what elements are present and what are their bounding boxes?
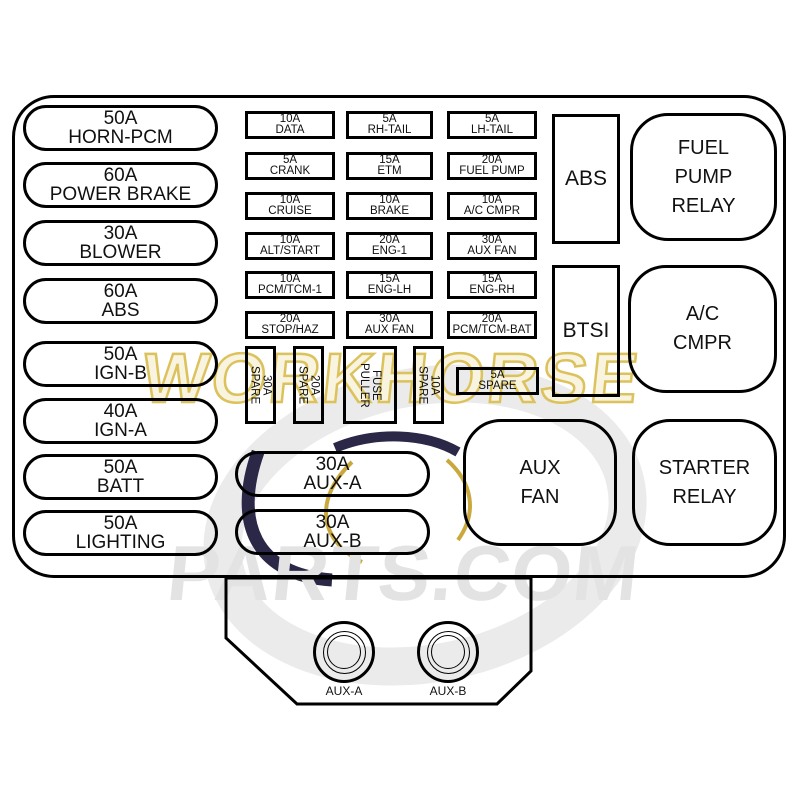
connector-ring (322, 630, 366, 674)
connector-ring-inner (431, 635, 465, 669)
relay-ac-cmpr: A/C CMPR (628, 265, 777, 393)
fuse-amp: 50A (103, 344, 138, 365)
fuse-label: CRUISE (268, 205, 312, 217)
connector-aux-b (417, 621, 479, 683)
fuse-lighting: 50A LIGHTING (23, 510, 218, 556)
fuse-horn-pcm: 50A HORN-PCM (23, 105, 218, 151)
fuse-power-brake: 60A POWER BRAKE (23, 162, 218, 208)
fuse-aux-fan-2: 30A AUX FAN (346, 311, 433, 339)
fuse-label: BRAKE (370, 205, 409, 217)
fuse-amp: 50A (103, 108, 138, 129)
relay-abs: ABS (552, 114, 620, 244)
fuse-eng-rh: 15A ENG-RH (447, 271, 537, 299)
fuse-amp: 15A (379, 153, 400, 166)
fuse-label: DATA (275, 124, 305, 136)
fuse-pcm-tcm-bat: 20A PCM/TCM-BAT (447, 311, 537, 339)
connector-aux-a (313, 621, 375, 683)
fuse-label: POWER BRAKE (49, 184, 192, 205)
fuse-amp: 60A (103, 165, 138, 186)
fuse-label: HORN-PCM (68, 127, 173, 148)
fuse-amp: 5A (282, 153, 298, 166)
fuse-amp: 40A (103, 401, 138, 422)
fuse-lh-tail: 5A LH-TAIL (447, 111, 537, 139)
fuse-label: LH-TAIL (471, 124, 513, 136)
fuse-aux-fan-1: 30A AUX FAN (447, 232, 537, 260)
fuse-amp: 50A (103, 513, 138, 534)
fuse-amp: 50A (103, 457, 138, 478)
fuse-amp: 5A (382, 112, 397, 125)
fuse-stop-haz: 20A STOP/HAZ (245, 311, 335, 339)
fuse-amp: 30A (103, 223, 138, 244)
connector-ring (426, 630, 470, 674)
fuse-amp: 10A (279, 272, 301, 285)
fuse-ac-cmpr: 10A A/C CMPR (447, 192, 537, 220)
fuse-amp: 30A (379, 312, 400, 325)
fuse-amp: 10A (279, 233, 301, 246)
fuse-label: ENG-RH (469, 284, 515, 296)
fuse-amp: 5A (484, 112, 500, 125)
fuse-data: 10A DATA (245, 111, 335, 139)
fuse-ign-a: 40A IGN-A (23, 398, 218, 444)
fuse-batt: 50A BATT (23, 454, 218, 500)
fuse-amp: 10A (279, 193, 301, 206)
relay-starter: STARTER RELAY (632, 419, 777, 546)
fuse-ign-b: 50A IGN-B (23, 341, 218, 387)
fuse-label: RH-TAIL (367, 124, 412, 136)
fuse-amp: 15A (481, 272, 503, 285)
fuse-label: BATT (96, 476, 145, 497)
connector-ring-inner (327, 635, 361, 669)
fuse-brake: 10A BRAKE (346, 192, 433, 220)
fuse-label: IGN-B (94, 363, 147, 384)
fuse-rh-tail: 5A RH-TAIL (346, 111, 433, 139)
fuse-label: ABS (101, 300, 140, 321)
fuse-label: IGN-A (94, 420, 147, 441)
relay-fuel-pump: FUEL PUMP RELAY (630, 113, 777, 241)
fuse-label: BLOWER (79, 242, 162, 263)
fuse-amp: 20A (279, 312, 301, 325)
fuse-label: ENG-LH (367, 284, 412, 296)
fuse-label: STOP/HAZ (261, 324, 319, 336)
fuse-amp: 10A (379, 193, 400, 206)
fuse-pcm-tcm-1: 10A PCM/TCM-1 (245, 271, 335, 299)
fuse-label: AUX FAN (467, 245, 517, 257)
fuse-amp: 10A (279, 112, 301, 125)
fuse-label: LIGHTING (75, 532, 166, 553)
fuse-abs-60a: 60A ABS (23, 278, 218, 324)
fuse-fuel-pump: 20A FUEL PUMP (447, 152, 537, 180)
fuse-crank: 5A CRANK (245, 152, 335, 180)
fuse-label: FUEL PUMP (459, 165, 525, 177)
fuse-eng-lh: 15A ENG-LH (346, 271, 433, 299)
fuse-amp: 30A (481, 233, 503, 246)
fuse-amp: 10A (481, 193, 503, 206)
fuse-label: AUX FAN (364, 324, 415, 336)
fuse-label: ALT/START (259, 245, 321, 257)
fuse-label: PCM/TCM-1 (258, 284, 322, 296)
fuse-label: ETM (377, 165, 402, 177)
fuse-amp: 15A (379, 272, 400, 285)
fuse-eng-1: 20A ENG-1 (346, 232, 433, 260)
fuse-amp: 20A (481, 312, 503, 325)
fuse-blower: 30A BLOWER (23, 220, 218, 266)
fuse-etm: 15A ETM (346, 152, 433, 180)
fuse-amp: 20A (379, 233, 400, 246)
fuse-alt-start: 10A ALT/START (245, 232, 335, 260)
fuse-cruise: 10A CRUISE (245, 192, 335, 220)
connector-aux-b-label: AUX-B (429, 684, 467, 698)
fuse-label: ENG-1 (371, 245, 408, 257)
connector-aux-a-label: AUX-A (325, 684, 363, 698)
fuse-amp: 60A (103, 281, 138, 302)
fuse-amp: 20A (481, 153, 503, 166)
fuse-label: CRANK (269, 165, 311, 177)
fuse-label: A/C CMPR (463, 205, 521, 217)
fuse-label: PCM/TCM-BAT (452, 324, 532, 336)
